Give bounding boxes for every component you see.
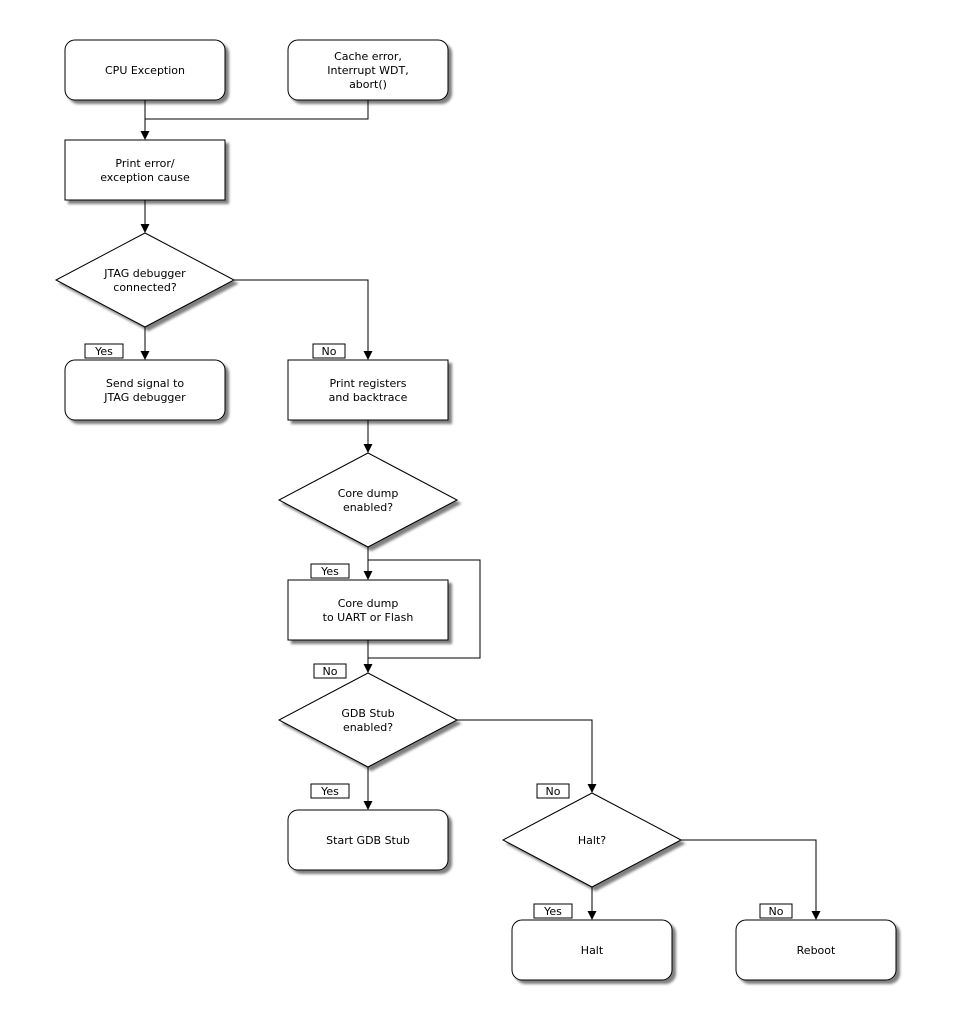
node-start-gdb-stub-box: [287, 809, 449, 871]
decision-gdb-stub-diamond: [277, 672, 459, 768]
decision-core-dump-label-line1: Core dump: [338, 487, 399, 500]
edge-label-core-dump-yes: Yes: [310, 563, 350, 579]
node-send-signal-label-line1: Send signal to: [106, 377, 185, 390]
decision-core-dump-diamond: [277, 452, 459, 548]
edge-label-jtag-no-text: No: [322, 345, 337, 358]
edge-label-halt-no-box: [759, 903, 793, 919]
edge-label-jtag-no-box: [312, 343, 346, 359]
edge-label-core-dump-no: No: [313, 663, 347, 679]
node-core-dump-box: [287, 579, 449, 641]
edge-label-core-dump-no-box: [313, 663, 347, 679]
edge-label-jtag-yes-box: [84, 343, 124, 359]
edge-label-core-dump-no-text: No: [323, 665, 338, 678]
edge-label-jtag-no: No: [312, 343, 346, 359]
node-cpu-exception-label: CPU Exception: [105, 64, 185, 77]
arrowhead-into-halt-question: [587, 784, 597, 793]
decision-jtag-label-line1: JTAG debugger: [103, 267, 186, 280]
edge-label-gdb-stub-yes-box: [310, 783, 350, 799]
node-reboot-label: Reboot: [797, 944, 836, 957]
arrowhead-into-core-dump: [363, 571, 373, 580]
node-cache-error-box: [287, 39, 449, 101]
node-print-error-label-line1: Print error/: [115, 157, 174, 170]
decision-gdb-stub-enabled: GDB Stub enabled?: [277, 672, 459, 768]
connector-gdb-no: [457, 719, 593, 784]
node-print-registers-box: [287, 359, 449, 421]
node-send-signal: Send signal to JTAG debugger: [64, 359, 226, 421]
decision-jtag-connected: JTAG debugger connected?: [54, 232, 236, 328]
node-cpu-exception: CPU Exception: [64, 39, 226, 101]
edge-label-jtag-yes: Yes: [84, 343, 124, 359]
node-reboot: Reboot: [735, 919, 897, 981]
node-print-registers-label-line1: Print registers: [330, 377, 407, 390]
node-reboot-box: [735, 919, 897, 981]
node-core-dump-label-line2: to UART or Flash: [323, 611, 414, 624]
edge-label-halt-yes-text: Yes: [543, 905, 562, 918]
decision-gdb-stub-label-line1: GDB Stub: [341, 707, 394, 720]
arrowhead-into-reboot: [811, 911, 821, 920]
edge-label-gdb-stub-no-box: [536, 783, 570, 799]
node-core-dump-label-line1: Core dump: [338, 597, 399, 610]
node-halt-box: [511, 919, 673, 981]
node-print-error-box: [64, 139, 226, 201]
connector-halt-no: [681, 839, 817, 911]
node-print-error: Print error/ exception cause: [64, 139, 226, 201]
decision-halt-diamond: [501, 792, 683, 888]
node-print-error-label-line2: exception cause: [100, 171, 190, 184]
edge-label-halt-yes: Yes: [533, 903, 573, 919]
edge-label-jtag-yes-text: Yes: [94, 345, 113, 358]
connector-cache-to-merge: [145, 100, 369, 120]
connector-core-dump-no-bypass: [368, 559, 481, 659]
edge-label-gdb-stub-yes-text: Yes: [320, 785, 339, 798]
node-cache-error-label-line2: Interrupt WDT,: [327, 64, 408, 77]
arrowhead-into-start-gdb-stub: [363, 801, 373, 810]
decision-jtag-connected-diamond: [54, 232, 236, 328]
node-print-registers: Print registers and backtrace: [287, 359, 449, 421]
arrowhead-into-print-error: [140, 131, 150, 140]
edge-label-gdb-stub-no: No: [536, 783, 570, 799]
connector-jtag-no: [234, 279, 369, 351]
node-halt-label: Halt: [581, 944, 604, 957]
node-cache-error-label-line3: abort(): [349, 78, 387, 91]
node-send-signal-box: [64, 359, 226, 421]
arrowhead-into-jtag-question: [140, 224, 150, 233]
decision-core-dump-enabled: Core dump enabled?: [277, 452, 459, 548]
edge-label-gdb-stub-yes: Yes: [310, 783, 350, 799]
node-send-signal-label-line2: JTAG debugger: [103, 391, 186, 404]
node-start-gdb-stub: Start GDB Stub: [287, 809, 449, 871]
node-cpu-exception-box: [64, 39, 226, 101]
node-cache-error: Cache error, Interrupt WDT, abort(): [287, 39, 449, 101]
node-halt: Halt: [511, 919, 673, 981]
decision-halt-label: Halt?: [578, 834, 606, 847]
decision-jtag-label-line2: connected?: [113, 281, 177, 294]
edge-label-halt-no-text: No: [769, 905, 784, 918]
node-start-gdb-stub-label: Start GDB Stub: [326, 834, 410, 847]
arrowhead-into-send-signal: [140, 351, 150, 360]
connectors: [140, 100, 821, 920]
edge-label-core-dump-yes-box: [310, 563, 350, 579]
node-print-registers-label-line2: and backtrace: [329, 391, 408, 404]
edge-label-halt-no: No: [759, 903, 793, 919]
arrowhead-into-gdb-question: [363, 664, 373, 673]
edge-label-halt-yes-box: [533, 903, 573, 919]
node-cache-error-label-line1: Cache error,: [334, 50, 402, 63]
node-core-dump: Core dump to UART or Flash: [287, 579, 449, 641]
decision-halt: Halt?: [501, 792, 683, 888]
arrowhead-into-halt: [587, 911, 597, 920]
arrowhead-into-print-registers: [363, 351, 373, 360]
arrowhead-into-core-dump-question: [363, 444, 373, 453]
edge-label-gdb-stub-no-text: No: [546, 785, 561, 798]
decision-gdb-stub-label-line2: enabled?: [343, 721, 393, 734]
decision-core-dump-label-line2: enabled?: [343, 501, 393, 514]
edge-label-core-dump-yes-text: Yes: [320, 565, 339, 578]
